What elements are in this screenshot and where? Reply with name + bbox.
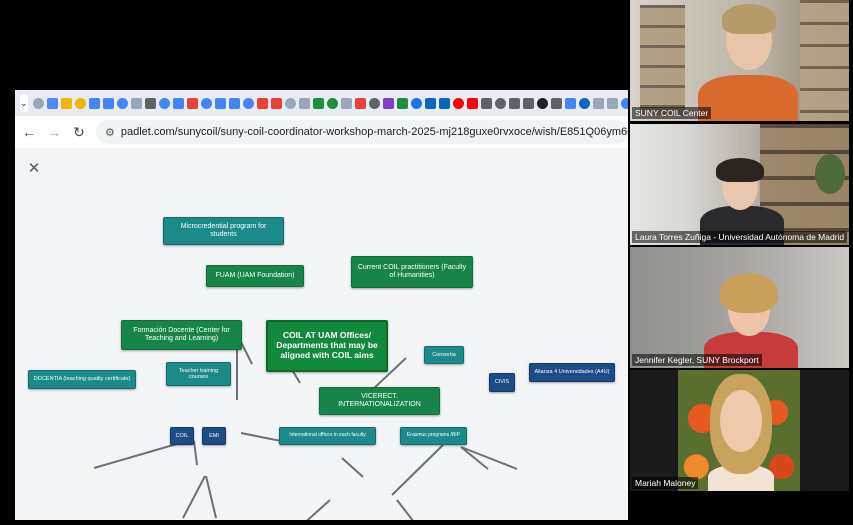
participant-name: Laura Torres Zuñiga - Universidad Autóno… bbox=[632, 231, 848, 243]
video-tile[interactable]: Jennifer Kegler, SUNY Brockport bbox=[630, 247, 849, 368]
participant-name: SUNY COIL Center bbox=[632, 107, 712, 119]
bookmark-icon[interactable] bbox=[621, 97, 628, 109]
video-tile[interactable]: SUNY COIL Center bbox=[630, 0, 849, 121]
bookmark-icon[interactable] bbox=[411, 97, 423, 109]
bookmark-icon[interactable] bbox=[271, 97, 283, 109]
bookmark-icons bbox=[32, 97, 628, 109]
reload-icon[interactable]: ↻ bbox=[73, 124, 85, 140]
mind-map: COIL AT UAM Offices/ Departments that ma… bbox=[15, 148, 628, 520]
chevron-down-icon[interactable]: ⌄ bbox=[20, 94, 28, 112]
bookmark-icon[interactable] bbox=[47, 97, 59, 109]
bookmark-icon[interactable] bbox=[173, 97, 185, 109]
node-current-coil[interactable]: Current COIL practitioners (Faculty of H… bbox=[351, 256, 473, 288]
bookmark-icon[interactable] bbox=[509, 97, 521, 109]
bookmark-icon[interactable] bbox=[579, 97, 591, 109]
bookmark-icon[interactable] bbox=[89, 97, 101, 109]
bookmark-icon[interactable] bbox=[495, 97, 507, 109]
node-emi[interactable]: EMI bbox=[202, 427, 226, 445]
bookmark-icon[interactable] bbox=[537, 97, 549, 109]
bookmark-icon[interactable] bbox=[397, 97, 409, 109]
bookmark-icon[interactable] bbox=[453, 97, 465, 109]
bookmark-icon[interactable] bbox=[159, 97, 171, 109]
bookmark-icon[interactable] bbox=[215, 97, 227, 109]
url-text[interactable]: padlet.com/sunycoil/suny-coil-coordinato… bbox=[120, 126, 628, 138]
bookmark-icon[interactable] bbox=[593, 97, 605, 109]
bookmark-icon[interactable] bbox=[201, 97, 213, 109]
bookmark-icon[interactable] bbox=[103, 97, 115, 109]
node-coil[interactable]: COIL bbox=[170, 427, 194, 445]
bookmark-icon[interactable] bbox=[145, 97, 157, 109]
bookmark-icon[interactable] bbox=[257, 97, 269, 109]
bookmark-icon[interactable] bbox=[187, 97, 199, 109]
bookmark-icon[interactable] bbox=[229, 97, 241, 109]
bookmark-icon[interactable] bbox=[467, 97, 479, 109]
plant bbox=[815, 154, 845, 194]
forward-arrow-icon[interactable]: → bbox=[47, 124, 61, 140]
bookmark-icon[interactable] bbox=[313, 97, 325, 109]
bookmark-icon[interactable] bbox=[481, 97, 493, 109]
participant-name: Jennifer Kegler, SUNY Brockport bbox=[632, 354, 762, 366]
node-docentia[interactable]: DOCENTIA (teaching quality certificate) bbox=[28, 370, 136, 389]
close-icon[interactable]: ✕ bbox=[27, 160, 41, 177]
padlet-content: ✕ bbox=[15, 148, 628, 520]
bookmark-icon[interactable] bbox=[355, 97, 367, 109]
bookmark-icon[interactable] bbox=[607, 97, 619, 109]
address-bar[interactable]: ⚙ padlet.com/sunycoil/suny-coil-coordina… bbox=[96, 120, 628, 144]
navigation-bar: ← → ↻ ⚙ padlet.com/sunycoil/suny-coil-co… bbox=[15, 116, 628, 148]
node-international-offices[interactable]: International offices in each faculty bbox=[279, 427, 376, 445]
bookmark-icon[interactable] bbox=[425, 97, 437, 109]
participant-face bbox=[720, 390, 762, 452]
bookmark-icon[interactable] bbox=[439, 97, 451, 109]
video-tile[interactable]: Mariah Maloney bbox=[630, 370, 849, 491]
bookmark-icon[interactable] bbox=[131, 97, 143, 109]
site-settings-icon[interactable]: ⚙ bbox=[105, 126, 115, 139]
bookmark-icon[interactable] bbox=[61, 97, 73, 109]
video-tile[interactable]: Laura Torres Zuñiga - Universidad Autóno… bbox=[630, 124, 849, 245]
bookmark-icon[interactable] bbox=[551, 97, 563, 109]
back-arrow-icon[interactable]: ← bbox=[22, 124, 36, 140]
bookmark-icon[interactable] bbox=[341, 97, 353, 109]
bookmark-icon[interactable] bbox=[369, 97, 381, 109]
bookmark-bar: ⌄ bbox=[15, 90, 628, 116]
node-formacion-docente[interactable]: Formación Docente (Center for Teaching a… bbox=[121, 320, 242, 350]
node-microcredential[interactable]: Microcredential program for students bbox=[163, 217, 284, 245]
bookmark-icon[interactable] bbox=[383, 97, 395, 109]
node-erasmus[interactable]: Erasmus programs /BIP bbox=[400, 427, 467, 445]
participant-hair bbox=[722, 4, 776, 34]
node-alianza[interactable]: Alianza 4 Universidades (A4U) bbox=[529, 363, 615, 382]
bookmark-icon[interactable] bbox=[523, 97, 535, 109]
node-teacher-training[interactable]: Teacher training courses bbox=[166, 362, 231, 386]
bookmark-icon[interactable] bbox=[33, 97, 45, 109]
bookmark-icon[interactable] bbox=[75, 97, 87, 109]
participant-hair bbox=[716, 158, 764, 182]
participant-video bbox=[698, 75, 798, 121]
bookmark-icon[interactable] bbox=[285, 97, 297, 109]
node-fuam[interactable]: FUAM (UAM Foundation) bbox=[206, 265, 304, 287]
node-civis[interactable]: CIVIS bbox=[489, 373, 515, 392]
bookshelf bbox=[640, 5, 685, 115]
participant-name: Mariah Maloney bbox=[632, 477, 699, 489]
bookmark-icon[interactable] bbox=[327, 97, 339, 109]
bookmark-icon[interactable] bbox=[117, 97, 129, 109]
node-vicerect[interactable]: VICERECT. INTERNATIONALIZATION bbox=[319, 387, 440, 415]
central-node[interactable]: COIL AT UAM Offices/ Departments that ma… bbox=[266, 320, 388, 372]
bookmark-icon[interactable] bbox=[299, 97, 311, 109]
bookmark-icon[interactable] bbox=[243, 97, 255, 109]
bookmark-icon[interactable] bbox=[565, 97, 577, 109]
participant-hair bbox=[720, 273, 778, 313]
bookshelf bbox=[800, 0, 849, 121]
browser-window: ⌄ ← → ↻ ⚙ padlet.com/sunycoil/suny-coil-… bbox=[15, 90, 628, 520]
node-consortia[interactable]: Consortia bbox=[424, 346, 464, 364]
